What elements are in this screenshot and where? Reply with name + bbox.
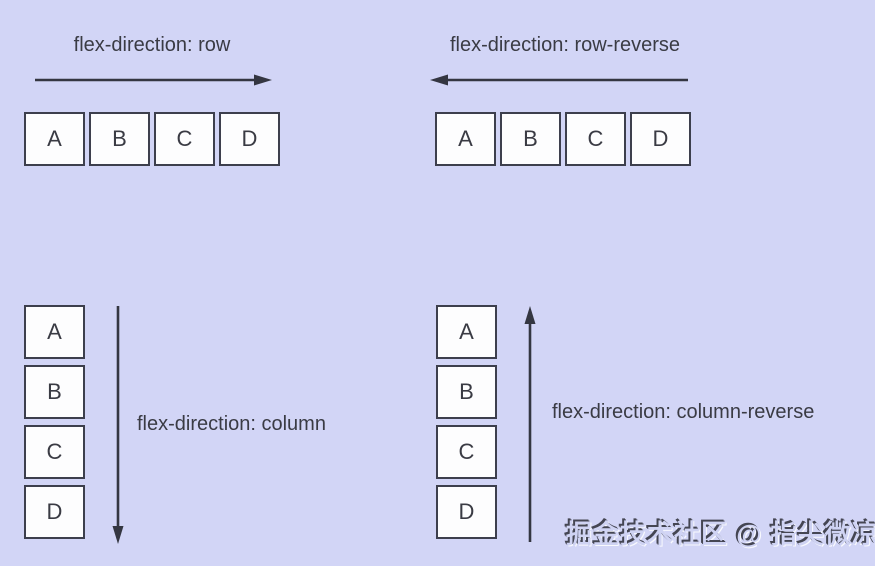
flex-item-c: C xyxy=(154,112,215,166)
flex-item-a: A xyxy=(436,305,497,359)
flex-item-b: B xyxy=(24,365,85,419)
flex-item-d: D xyxy=(219,112,280,166)
flex-item-a: A xyxy=(435,112,496,166)
flex-item-b: B xyxy=(89,112,150,166)
flex-item-b: B xyxy=(500,112,561,166)
flex-item-b: B xyxy=(436,365,497,419)
flex-item-d: D xyxy=(24,485,85,539)
arrow-down-icon xyxy=(112,306,124,544)
arrow-left-icon xyxy=(430,74,688,86)
flex-items-column: A B C D xyxy=(24,305,85,539)
flex-items-row: A B C D xyxy=(24,112,280,166)
flex-item-d: D xyxy=(630,112,691,166)
caption-row-reverse: flex-direction: row-reverse xyxy=(449,34,681,56)
arrow-right-icon xyxy=(35,74,272,86)
flex-item-d: D xyxy=(436,485,497,539)
watermark-text: 掘金技术社区 @ 指尖微凉 xyxy=(566,519,875,549)
flex-items-column-reverse: A B C D xyxy=(436,305,497,539)
flex-item-c: C xyxy=(565,112,626,166)
flex-item-c: C xyxy=(436,425,497,479)
caption-column-reverse: flex-direction: column-reverse xyxy=(552,401,815,423)
arrow-up-icon xyxy=(524,306,536,542)
flex-item-a: A xyxy=(24,112,85,166)
flex-item-c: C xyxy=(24,425,85,479)
caption-row: flex-direction: row xyxy=(73,34,231,56)
flex-items-row-reverse: A B C D xyxy=(435,112,691,166)
caption-column: flex-direction: column xyxy=(137,413,326,435)
flex-item-a: A xyxy=(24,305,85,359)
